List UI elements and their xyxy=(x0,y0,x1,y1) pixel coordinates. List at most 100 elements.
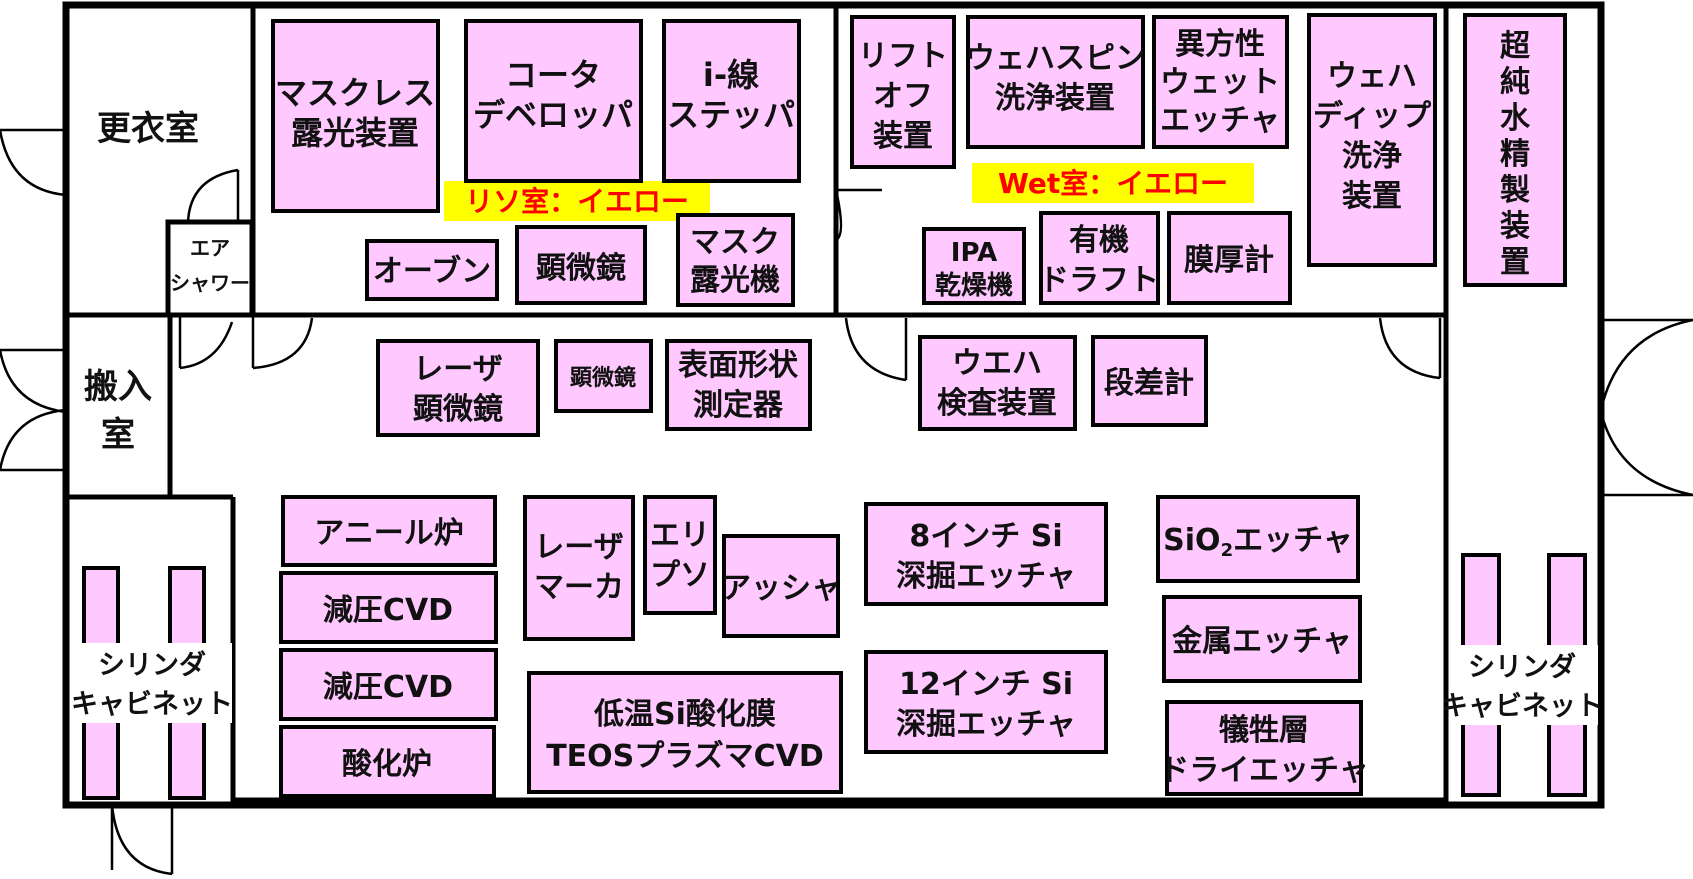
equipment-ipa-dryer: IPA 乾燥機 xyxy=(922,227,1026,305)
svg-text:洗浄装置: 洗浄装置 xyxy=(995,81,1115,116)
equipment-laser-marker: レーザ マーカ xyxy=(523,495,635,641)
door-corridor xyxy=(1378,317,1442,380)
equipment-ellipsometer: エリ プソ xyxy=(643,495,717,615)
equipment-asher: アッシャ xyxy=(721,534,841,638)
air-shower-wall xyxy=(165,219,255,318)
cylinder-cabinet-right: シリンダ キャビネット xyxy=(1441,553,1603,797)
svg-text:TEOSプラズマCVD: TEOSプラズマCVD xyxy=(546,739,824,774)
svg-text:膜厚計: 膜厚計 xyxy=(1184,243,1274,278)
carry-in-room-label: 搬入 室 xyxy=(84,367,152,455)
svg-text:装置: 装置 xyxy=(1342,179,1402,214)
equipment-step-profiler: 段差計 xyxy=(1091,335,1208,427)
equipment-mask-aligner: マスク 露光機 xyxy=(676,213,795,307)
doors xyxy=(0,128,1693,876)
svg-text:Wet室：イエロー: Wet室：イエロー xyxy=(998,167,1228,200)
equipment-anisotropic-wet-etcher: 異方性 ウェット エッチャ xyxy=(1152,15,1289,149)
svg-text:水: 水 xyxy=(1500,101,1531,136)
equipment-metal-etcher: 金属エッチャ xyxy=(1162,595,1362,683)
air-shower-label: エア シャワー xyxy=(170,236,250,295)
equipment-laser-microscope: レーザ 顕微鏡 xyxy=(376,339,540,437)
equipment-surface-profiler: 表面形状 測定器 xyxy=(665,339,812,431)
svg-text:シャワー: シャワー xyxy=(170,271,250,295)
svg-text:キャビネット: キャビネット xyxy=(1441,691,1603,722)
svg-text:純: 純 xyxy=(1500,65,1530,100)
equipment-film-thickness-meter: 膜厚計 xyxy=(1167,211,1292,305)
door-litho xyxy=(251,315,314,370)
svg-text:深掘エッチャ: 深掘エッチャ xyxy=(896,707,1076,742)
svg-text:リソ室：イエロー: リソ室：イエロー xyxy=(465,185,689,218)
svg-text:ウェハ: ウェハ xyxy=(1327,59,1417,94)
svg-text:検査装置: 検査装置 xyxy=(937,386,1057,421)
svg-text:シリンダ: シリンダ xyxy=(1468,651,1576,683)
cylinder-cabinet-left: シリンダ キャビネット xyxy=(71,566,233,800)
equipment-teos-plasma-cvd: 低温Si酸化膜 TEOSプラズマCVD xyxy=(527,671,843,794)
equipment-lpcvd-1: 減圧CVD xyxy=(279,571,498,644)
svg-text:エリ: エリ xyxy=(650,518,710,553)
svg-text:洗浄: 洗浄 xyxy=(1342,139,1402,174)
svg-text:オフ: オフ xyxy=(873,79,933,114)
zone-wet: Wet室：イエロー xyxy=(972,163,1254,203)
svg-text:12インチ Si: 12インチ Si xyxy=(899,667,1073,702)
svg-text:ドラフト: ドラフト xyxy=(1039,263,1159,298)
door-wet-top xyxy=(834,188,882,242)
svg-text:顕微鏡: 顕微鏡 xyxy=(536,251,626,286)
svg-text:低温Si酸化膜: 低温Si酸化膜 xyxy=(593,697,776,732)
svg-text:エア: エア xyxy=(190,236,230,260)
svg-text:搬入: 搬入 xyxy=(84,367,152,407)
svg-text:精: 精 xyxy=(1500,137,1530,172)
equipment-microscope-main: 顕微鏡 xyxy=(554,339,653,413)
door-right-double xyxy=(1599,318,1693,497)
equipment-organic-draft: 有機 ドラフト xyxy=(1039,211,1160,305)
svg-text:減圧CVD: 減圧CVD xyxy=(323,670,453,705)
svg-text:i-線: i-線 xyxy=(703,56,759,94)
svg-text:露光装置: 露光装置 xyxy=(291,114,419,152)
svg-text:段差計: 段差計 xyxy=(1104,366,1194,401)
equipment-sacrificial-layer-dry-etcher: 犠牲層 ドライエッチャ xyxy=(1159,700,1369,796)
svg-text:マーカ: マーカ xyxy=(534,570,624,605)
svg-text:レーザ: レーザ xyxy=(534,530,623,565)
zone-litho: リソ室：イエロー xyxy=(444,181,710,221)
equipment-ultrapure-water-system: 超 純 水 精 製 装 置 xyxy=(1463,13,1567,287)
equipment-microscope-litho: 顕微鏡 xyxy=(515,225,647,305)
svg-text:顕微鏡: 顕微鏡 xyxy=(570,365,636,391)
svg-text:装置: 装置 xyxy=(873,119,933,154)
svg-text:レーザ: レーザ xyxy=(413,352,502,387)
svg-text:表面形状: 表面形状 xyxy=(678,348,799,383)
equipment-iline-stepper: i-線 ステッパ xyxy=(662,19,801,183)
equipment-maskless-exposure: マスクレス 露光装置 xyxy=(271,19,440,213)
door-left-top xyxy=(0,128,67,197)
svg-text:8インチ Si: 8インチ Si xyxy=(909,519,1062,554)
equipment-coater-developer: コータ デベロッパ xyxy=(464,19,643,183)
equipment-oxidation-furnace: 酸化炉 xyxy=(279,725,496,798)
svg-text:顕微鏡: 顕微鏡 xyxy=(413,392,503,427)
svg-text:異方性: 異方性 xyxy=(1175,27,1265,62)
equipment-wafer-inspection: ウエハ 検査装置 xyxy=(918,335,1077,431)
equipment-liftoff: リフト オフ 装置 xyxy=(850,15,956,169)
svg-text:IPA: IPA xyxy=(951,238,997,268)
equipment-anneal-furnace: アニール炉 xyxy=(281,495,497,567)
svg-text:測定器: 測定器 xyxy=(693,388,784,423)
svg-text:オーブン: オーブン xyxy=(373,254,491,289)
svg-text:キャビネット: キャビネット xyxy=(71,689,233,720)
equipment-deep-si-etcher-8inch: 8インチ Si 深掘エッチャ xyxy=(864,502,1108,606)
equipment-oven: オーブン xyxy=(365,239,499,301)
svg-text:減圧CVD: 減圧CVD xyxy=(323,593,453,628)
svg-text:犠牲層: 犠牲層 xyxy=(1219,713,1309,748)
svg-text:SiO2エッチャ: SiO2エッチャ xyxy=(1163,523,1353,561)
svg-text:デベロッパ: デベロッパ xyxy=(473,96,633,134)
door-air-shower-top xyxy=(186,168,240,223)
svg-text:ディップ: ディップ xyxy=(1313,99,1432,134)
svg-text:ウェハスピン: ウェハスピン xyxy=(965,41,1145,76)
svg-text:乾燥機: 乾燥機 xyxy=(935,271,1013,301)
svg-text:アニール炉: アニール炉 xyxy=(314,516,463,551)
equipment-wafer-spin-cleaner: ウェハスピン 洗浄装置 xyxy=(965,15,1145,149)
svg-text:エッチャ: エッチャ xyxy=(1160,103,1280,138)
svg-text:ウェット: ウェット xyxy=(1160,65,1280,100)
svg-text:ドライエッチャ: ドライエッチャ xyxy=(1159,753,1368,788)
svg-text:酸化炉: 酸化炉 xyxy=(342,747,432,782)
svg-text:マスクレス: マスクレス xyxy=(275,74,435,112)
door-air-shower-bottom xyxy=(178,315,234,370)
svg-text:装: 装 xyxy=(1500,209,1530,244)
svg-text:超: 超 xyxy=(1500,29,1531,64)
